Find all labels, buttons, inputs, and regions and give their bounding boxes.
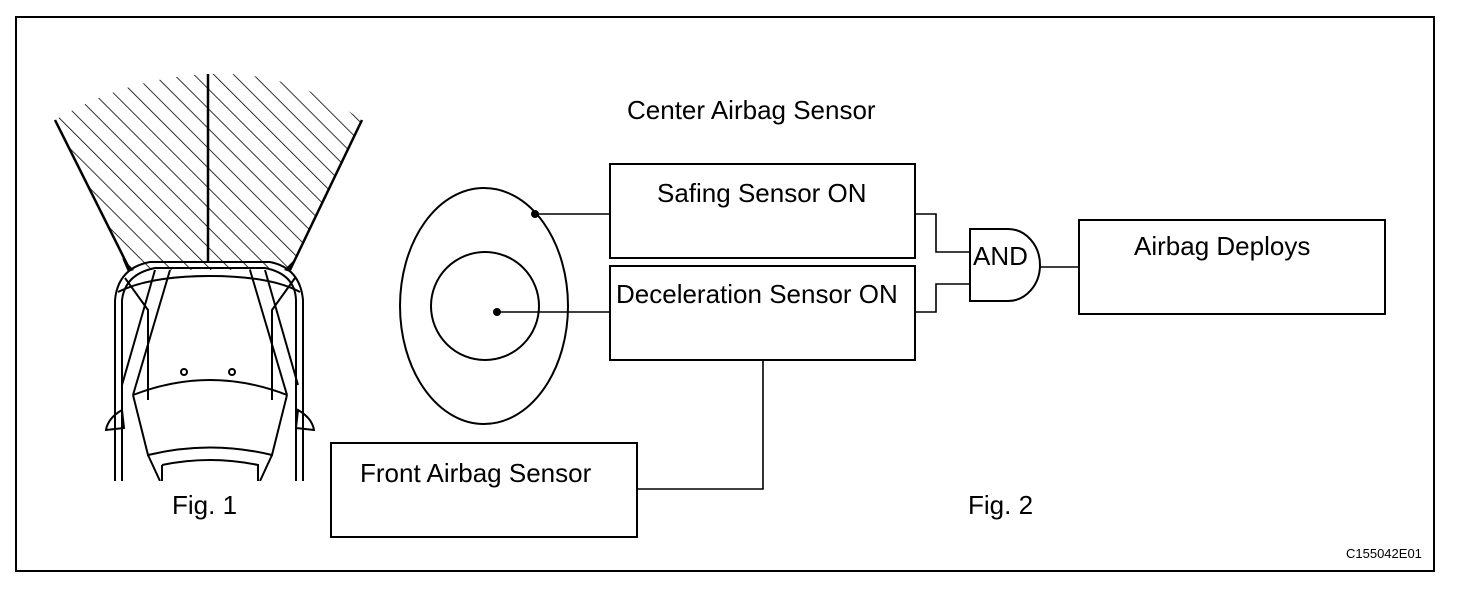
zone-edge-left bbox=[53, 119, 132, 271]
safing-sensor-box: Safing Sensor ON bbox=[609, 163, 916, 259]
and-gate-shape bbox=[969, 228, 1041, 302]
airbag-deploys-label: Airbag Deploys bbox=[1134, 231, 1311, 261]
zone-edge-right bbox=[288, 119, 364, 271]
center-sensor-title: Center Airbag Sensor bbox=[627, 95, 876, 125]
center-sensor-inner bbox=[430, 251, 540, 361]
wires bbox=[497, 213, 1078, 490]
safing-sensor-label: Safing Sensor ON bbox=[657, 178, 867, 208]
center-sensor-outer bbox=[399, 187, 569, 425]
and-gate-label: AND bbox=[973, 241, 1028, 271]
deceleration-sensor-box: Deceleration Sensor ON bbox=[609, 265, 916, 361]
fig1-caption: Fig. 1 bbox=[172, 490, 238, 520]
deceleration-sensor-label: Deceleration Sensor ON bbox=[616, 279, 898, 309]
diagram-code: C155042E01 bbox=[1346, 546, 1422, 561]
airbag-deploys-box: Airbag Deploys bbox=[1078, 219, 1386, 315]
fig2-caption: Fig. 2 bbox=[968, 490, 1034, 520]
car-top-view bbox=[104, 261, 316, 481]
front-sensor-box: Front Airbag Sensor bbox=[330, 442, 638, 538]
diagram-frame bbox=[15, 16, 1435, 572]
front-sensor-label: Front Airbag Sensor bbox=[360, 458, 592, 488]
